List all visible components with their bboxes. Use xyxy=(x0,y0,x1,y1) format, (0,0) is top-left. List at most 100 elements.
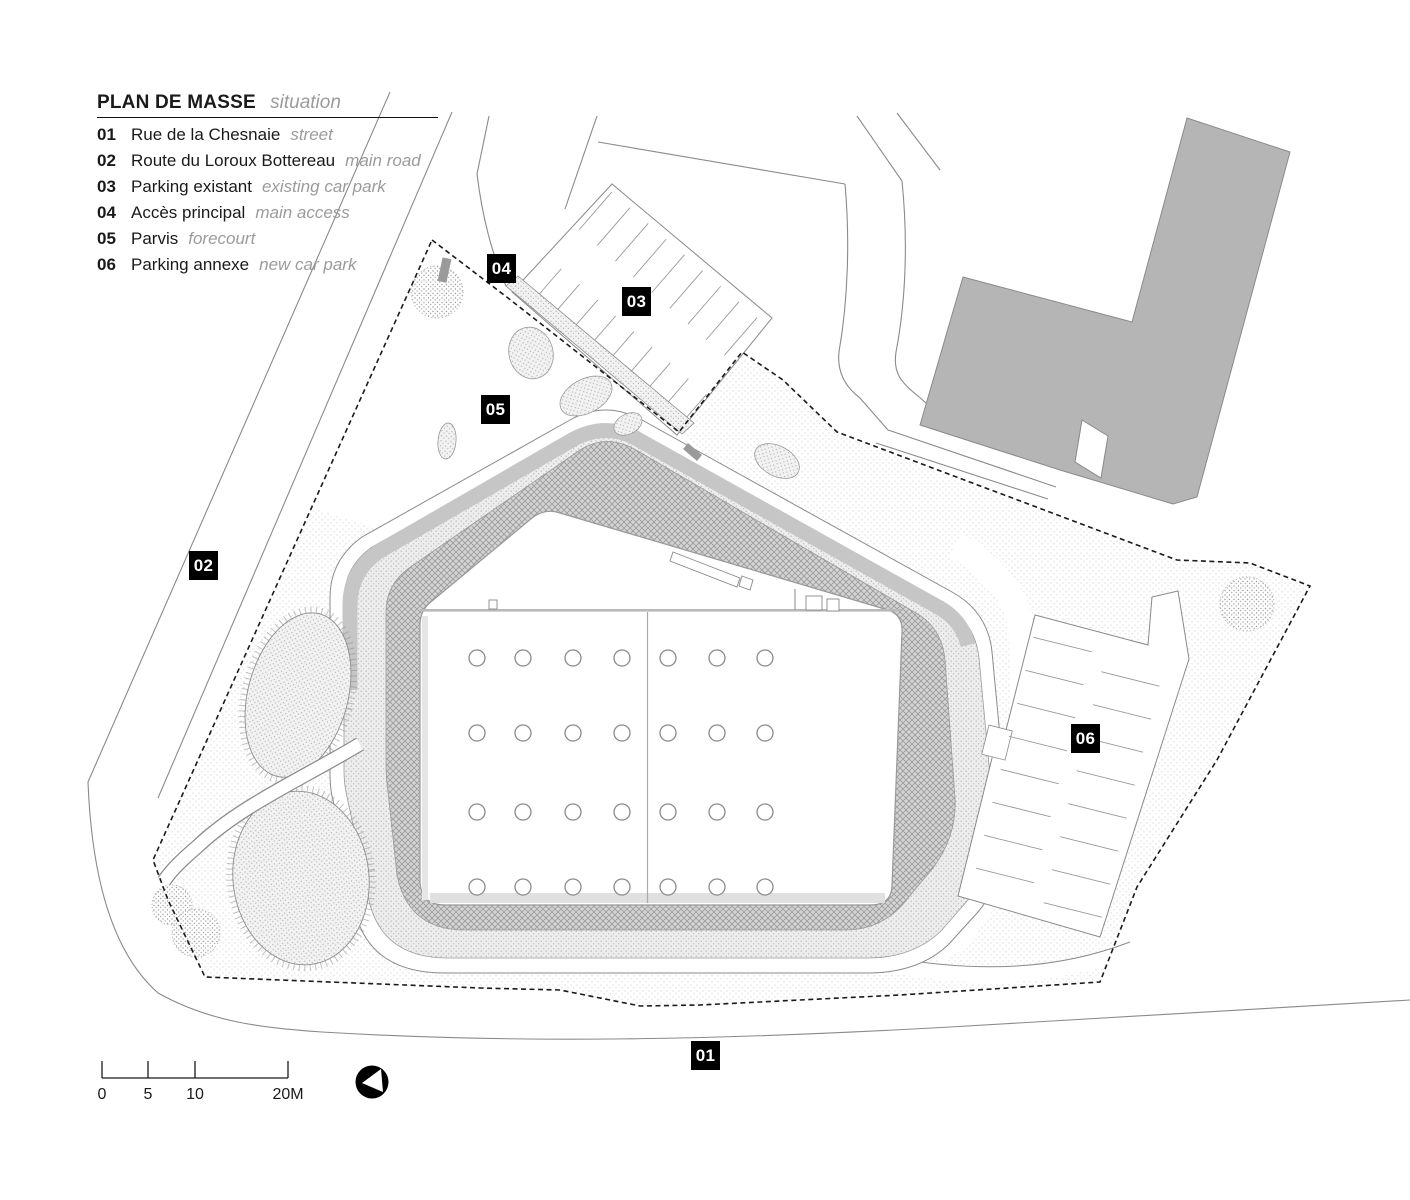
column-icon xyxy=(613,878,631,896)
ring-road-south-east xyxy=(868,942,1133,983)
plan-marker-04: 04 xyxy=(487,254,516,283)
page-subtitle: situation xyxy=(270,92,341,113)
legend-item-translation: new car park xyxy=(259,255,357,274)
car-park-aisle xyxy=(981,724,1013,761)
column-grid xyxy=(468,649,774,896)
legend-item-04: 04 Accès principal main access xyxy=(97,200,457,226)
legend-item-number: 02 xyxy=(97,151,116,170)
site-boundary xyxy=(152,238,1312,1007)
tree-icon xyxy=(410,265,464,319)
interior-bottom-strip xyxy=(430,893,885,903)
legend-item-number: 01 xyxy=(97,125,116,144)
plan-marker-05: 05 xyxy=(481,395,510,424)
interior-left-strip xyxy=(422,616,428,900)
legend-item-translation: forecourt xyxy=(188,229,256,248)
north-arrow-icon xyxy=(355,1065,389,1099)
ring-top-solid-band xyxy=(342,423,976,690)
scale-label-20M: 20M xyxy=(272,1086,304,1103)
legend-item-label: Route du Loroux Bottereau xyxy=(131,151,336,170)
column-icon xyxy=(613,803,631,821)
interior-ramp-box xyxy=(738,575,754,591)
road-main-inner xyxy=(157,111,453,799)
legend-item-label: Accès principal xyxy=(131,203,246,222)
legend-item-01: 01 Rue de la Chesnaie street xyxy=(97,122,457,148)
tree-sign xyxy=(437,257,452,283)
column-icon xyxy=(514,724,532,742)
tree-icon xyxy=(1219,576,1275,632)
road-east-outer xyxy=(894,180,949,423)
column-icon xyxy=(708,878,726,896)
road-east-inner xyxy=(838,183,889,431)
legend-item-translation: main access xyxy=(255,203,350,222)
interior-box-2 xyxy=(805,595,823,611)
interior-ramp xyxy=(669,551,741,588)
legend-item-03: 03 Parking existant existing car park xyxy=(97,174,457,200)
scale-bar xyxy=(101,1061,289,1079)
column-icon xyxy=(564,649,582,667)
column-icon xyxy=(564,724,582,742)
column-icon xyxy=(756,878,774,896)
forecourt-line-1 xyxy=(887,429,1057,488)
legend-item-label: Parking existant xyxy=(131,177,252,196)
road-lines xyxy=(87,91,1410,1040)
legend: PLAN DE MASSE situation 01 Rue de la Ches… xyxy=(97,92,457,278)
plan-marker-06: 06 xyxy=(1071,724,1100,753)
mound-path xyxy=(157,737,364,886)
legend-item-label: Rue de la Chesnaie xyxy=(131,125,281,144)
legend-items: 01 Rue de la Chesnaie street 02 Route du Lor… xyxy=(97,122,457,278)
legend-item-number: 06 xyxy=(97,255,116,274)
scale-label-0: 0 xyxy=(97,1086,107,1103)
parvis-planting xyxy=(437,326,800,479)
page-title: PLAN DE MASSE xyxy=(97,92,256,113)
column-icon xyxy=(659,649,677,667)
interior-box-1 xyxy=(488,599,498,610)
legend-item-translation: existing car park xyxy=(261,177,386,196)
legend-item-number: 03 xyxy=(97,177,116,196)
legend-item-number: 05 xyxy=(97,229,116,248)
column-icon xyxy=(468,878,486,896)
new-car-park xyxy=(957,590,1190,938)
column-icon xyxy=(708,649,726,667)
column-icon xyxy=(468,649,486,667)
scale-label-5: 5 xyxy=(143,1086,153,1103)
existing-building-courtyard xyxy=(1074,419,1109,479)
column-icon xyxy=(468,803,486,821)
interior-top-wall xyxy=(420,609,902,612)
column-icon xyxy=(564,878,582,896)
road-ne-1 xyxy=(856,115,903,182)
legend-title-row: PLAN DE MASSE situation xyxy=(97,92,438,118)
plan-marker-01: 01 xyxy=(691,1041,720,1070)
column-icon xyxy=(613,649,631,667)
road-top-band xyxy=(597,141,846,185)
trees xyxy=(151,257,1275,958)
column-icon xyxy=(708,724,726,742)
column-icon xyxy=(708,803,726,821)
road-ne-2 xyxy=(896,112,941,171)
column-icon xyxy=(756,724,774,742)
column-icon xyxy=(756,803,774,821)
column-icon xyxy=(514,803,532,821)
column-icon xyxy=(613,724,631,742)
legend-item-translation: main road xyxy=(345,151,421,170)
road-main-outer xyxy=(87,91,1410,1040)
legend-item-05: 05 Parvis forecourt xyxy=(97,226,457,252)
legend-item-label: Parvis xyxy=(131,229,179,248)
column-icon xyxy=(514,878,532,896)
tree-icon xyxy=(171,908,221,958)
interior-box-3 xyxy=(826,598,840,612)
legend-item-02: 02 Route du Loroux Bottereau main road xyxy=(97,148,457,174)
legend-item-label: Parking annexe xyxy=(131,255,250,274)
legend-item-number: 04 xyxy=(97,203,116,222)
scale-label-10: 10 xyxy=(186,1086,204,1103)
column-icon xyxy=(514,649,532,667)
column-icon xyxy=(756,649,774,667)
plan-marker-03: 03 xyxy=(622,287,651,316)
new-building-interior xyxy=(419,510,903,906)
legend-item-translation: street xyxy=(290,125,333,144)
planted-mounds xyxy=(226,606,376,972)
legend-item-06: 06 Parking annexe new car park xyxy=(97,252,457,278)
column-icon xyxy=(659,878,677,896)
plan-marker-02: 02 xyxy=(189,551,218,580)
